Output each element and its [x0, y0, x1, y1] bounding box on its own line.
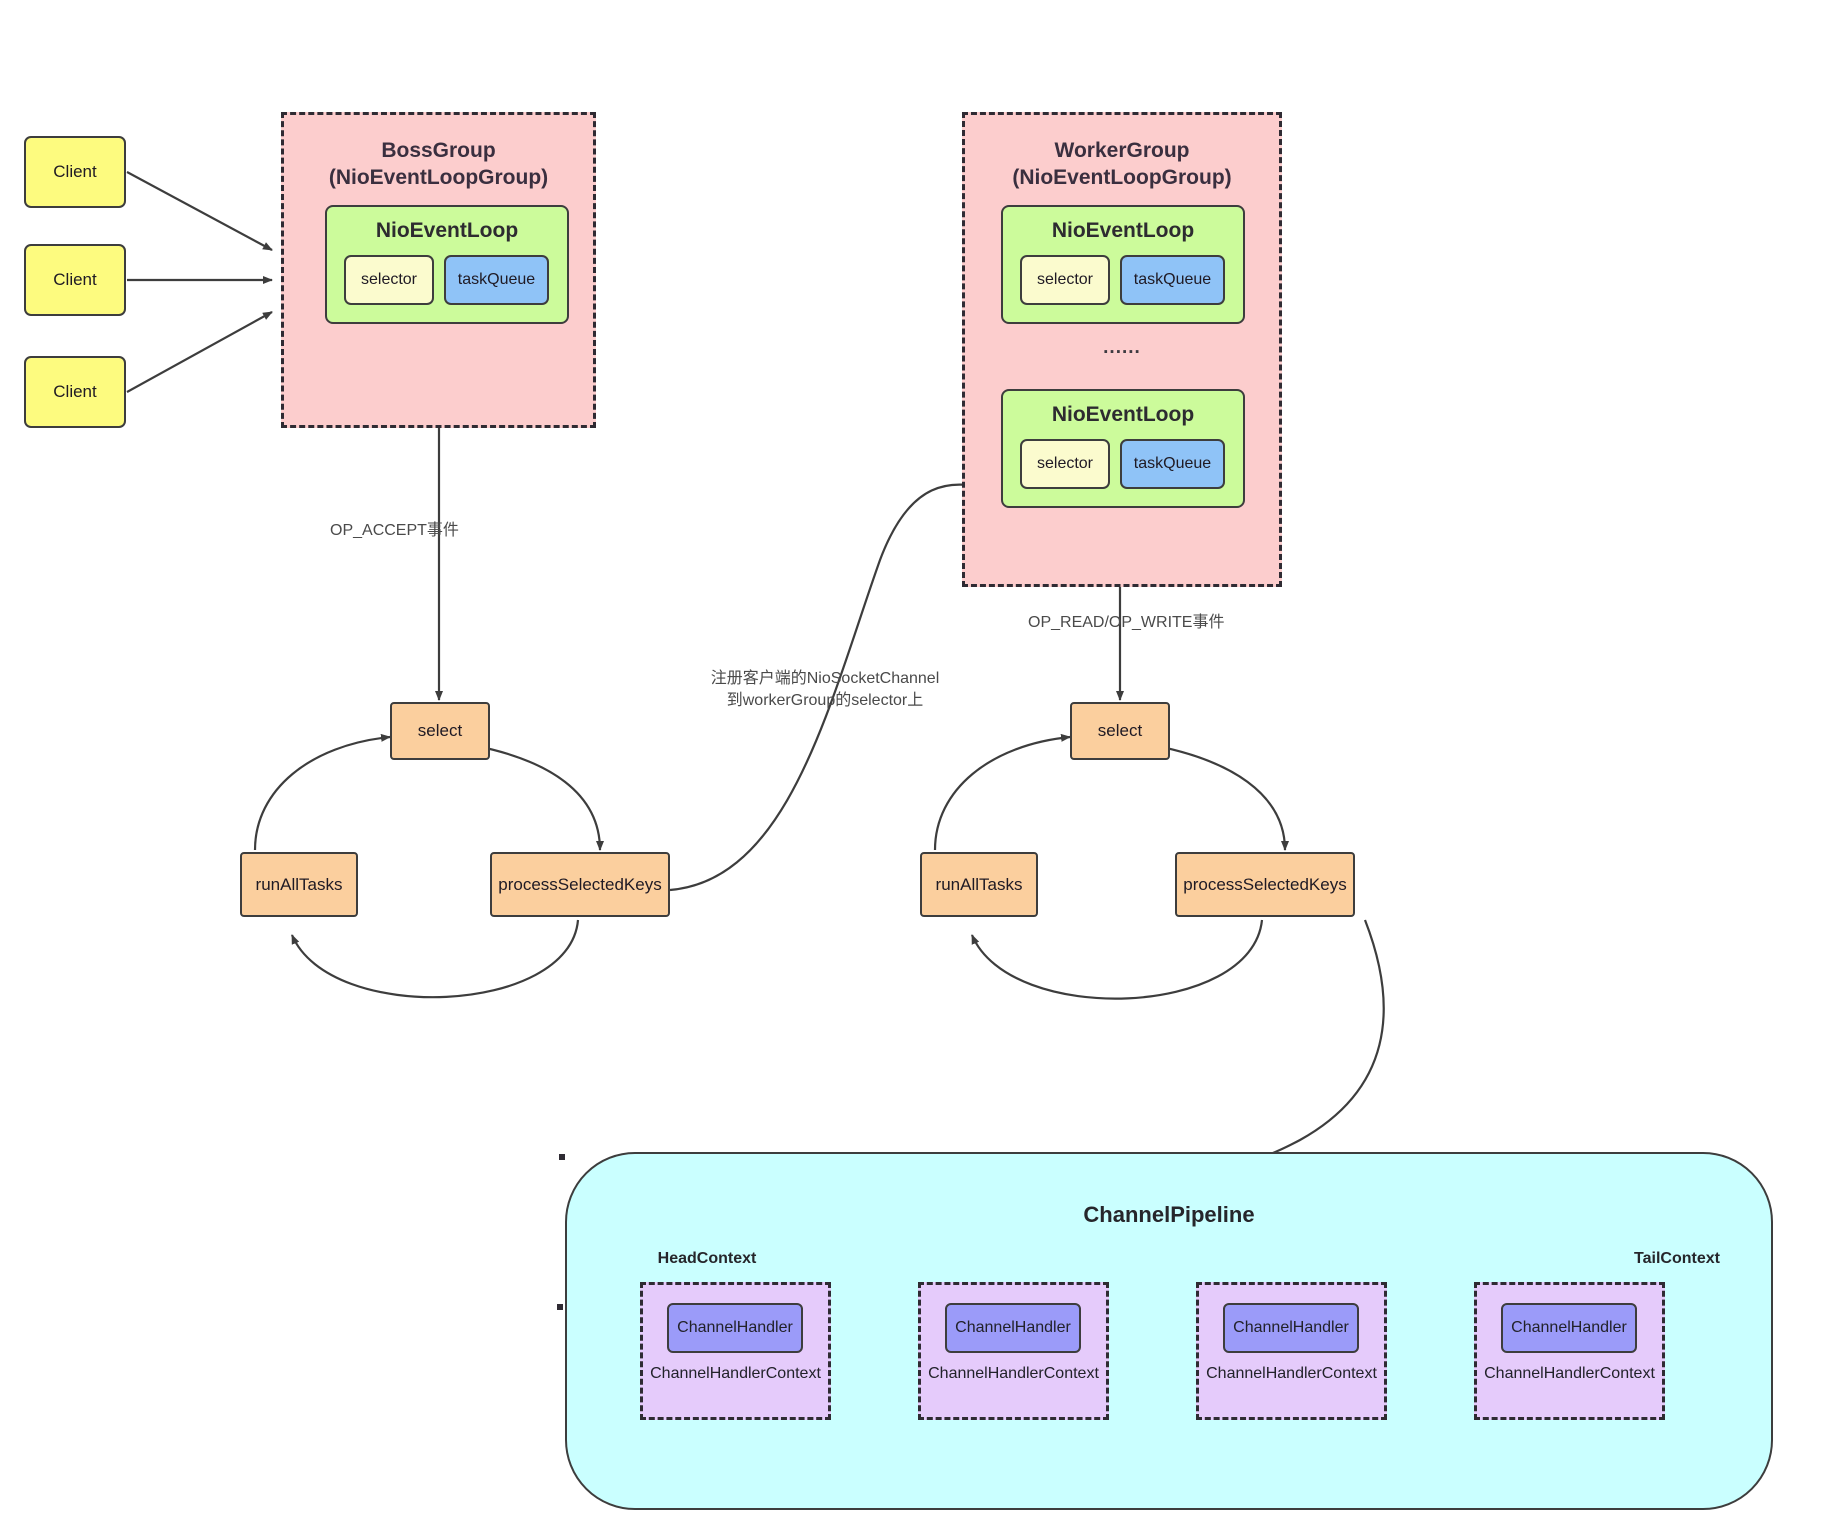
boss-group-title-line2: (NioEventLoopGroup) [328, 166, 549, 189]
op-accept-event-label: OP_ACCEPT事件 [330, 522, 459, 539]
client-box-3[interactable]: Client [24, 356, 126, 428]
client-label: Client [53, 382, 97, 401]
boss-task-queue-label: taskQueue [457, 271, 536, 288]
boss-select-label: select [417, 721, 463, 740]
client-label: Client [53, 270, 97, 289]
worker-group-container[interactable]: WorkerGroup (NioEventLoopGroup) NioEvent… [962, 112, 1282, 587]
context-container-1[interactable]: ChannelHandler ChannelHandlerContext [640, 1282, 831, 1420]
worker-event-loop-2-title: NioEventLoop [1051, 403, 1195, 426]
channel-handler-context-4-caption: ChannelHandlerContext [1484, 1365, 1655, 1382]
worker-run-all-tasks-label: runAllTasks [935, 874, 1023, 894]
worker-event-loop-1-title: NioEventLoop [1051, 219, 1195, 242]
channel-handler-3-label: ChannelHandler [1233, 1319, 1349, 1336]
head-context-label: HeadContext [657, 1250, 757, 1267]
worker-select-box[interactable]: select [1070, 702, 1170, 760]
worker-task-queue-1-label: taskQueue [1133, 271, 1212, 288]
channel-handler-4[interactable]: ChannelHandler [1501, 1303, 1637, 1353]
channel-handler-1[interactable]: ChannelHandler [667, 1303, 803, 1353]
worker-selector-1-label: selector [1036, 271, 1094, 288]
op-read-write-event-label: OP_READ/OP_WRITE事件 [1028, 614, 1225, 631]
channel-handler-2[interactable]: ChannelHandler [945, 1303, 1081, 1353]
worker-group-title-line1: WorkerGroup [1054, 139, 1190, 162]
edge-worker-rat-select [933, 733, 1071, 851]
worker-event-loop-1[interactable]: NioEventLoop selector taskQueue [1001, 205, 1245, 324]
client-label: Client [53, 162, 97, 181]
edge-client3-boss [126, 311, 273, 393]
channel-handler-1-label: ChannelHandler [677, 1319, 793, 1336]
boss-run-all-tasks-label: runAllTasks [255, 874, 343, 894]
boss-event-loop-title: NioEventLoop [375, 219, 519, 242]
worker-selector-2-label: selector [1036, 455, 1094, 472]
edge-psk-pipeline [1184, 919, 1385, 1168]
edge-worker-psk-rat [970, 919, 1264, 1000]
worker-select-label: select [1097, 721, 1143, 740]
boss-select-box[interactable]: select [390, 702, 490, 760]
worker-group-title-line2: (NioEventLoopGroup) [1012, 166, 1232, 189]
worker-group-title: WorkerGroup (NioEventLoopGroup) [965, 137, 1279, 191]
boss-group-container[interactable]: BossGroup (NioEventLoopGroup) NioEventLo… [281, 112, 596, 428]
boss-selector[interactable]: selector [344, 255, 434, 305]
boss-run-all-tasks-box[interactable]: runAllTasks [240, 852, 358, 917]
worker-process-selected-keys-label: processSelectedKeys [1183, 874, 1347, 894]
channel-handler-context-3-caption: ChannelHandlerContext [1206, 1365, 1377, 1382]
worker-run-all-tasks-box[interactable]: runAllTasks [920, 852, 1038, 917]
worker-task-queue-1[interactable]: taskQueue [1120, 255, 1225, 305]
channel-handler-context-1-caption: ChannelHandlerContext [650, 1365, 821, 1382]
channel-handler-context-2-caption: ChannelHandlerContext [928, 1365, 1099, 1382]
worker-task-queue-2-label: taskQueue [1133, 455, 1212, 472]
register-channel-label: 注册客户端的NioSocketChannel 到workerGroup的sele… [710, 670, 940, 709]
boss-selector-label: selector [360, 271, 418, 288]
boss-event-loop[interactable]: NioEventLoop selector taskQueue [325, 205, 569, 324]
worker-process-selected-keys-box[interactable]: processSelectedKeys [1175, 852, 1355, 917]
context-box-1[interactable] [559, 1154, 565, 1160]
boss-process-selected-keys-box[interactable]: processSelectedKeys [490, 852, 670, 917]
client-box-2[interactable]: Client [24, 244, 126, 316]
worker-task-queue-2[interactable]: taskQueue [1120, 439, 1225, 489]
worker-group-ellipsis: ...... [1103, 337, 1141, 358]
channel-handler-2-label: ChannelHandler [955, 1319, 1071, 1336]
channel-handler-4-label: ChannelHandler [1511, 1319, 1627, 1336]
edge-boss-psk-rat [290, 919, 580, 999]
context-container-4[interactable]: ChannelHandler ChannelHandlerContext [1474, 1282, 1665, 1420]
boss-process-selected-keys-label: processSelectedKeys [498, 874, 662, 894]
worker-selector-1[interactable]: selector [1020, 255, 1110, 305]
context-container-3[interactable]: ChannelHandler ChannelHandlerContext [1196, 1282, 1387, 1420]
edge-boss-rat-select [253, 733, 391, 851]
context-container-2[interactable]: ChannelHandler ChannelHandlerContext [918, 1282, 1109, 1420]
tail-context-label: TailContext [1634, 1250, 1720, 1267]
channel-handler-3[interactable]: ChannelHandler [1223, 1303, 1359, 1353]
worker-event-loop-2[interactable]: NioEventLoop selector taskQueue [1001, 389, 1245, 508]
worker-selector-2[interactable]: selector [1020, 439, 1110, 489]
channel-handler-context-1[interactable] [557, 1304, 563, 1310]
edge-client1-boss [126, 171, 273, 251]
boss-group-title-line1: BossGroup [381, 139, 496, 162]
channel-pipeline-title: ChannelPipeline [1083, 1202, 1255, 1227]
boss-group-title: BossGroup (NioEventLoopGroup) [284, 137, 593, 191]
client-box-1[interactable]: Client [24, 136, 126, 208]
boss-task-queue[interactable]: taskQueue [444, 255, 549, 305]
